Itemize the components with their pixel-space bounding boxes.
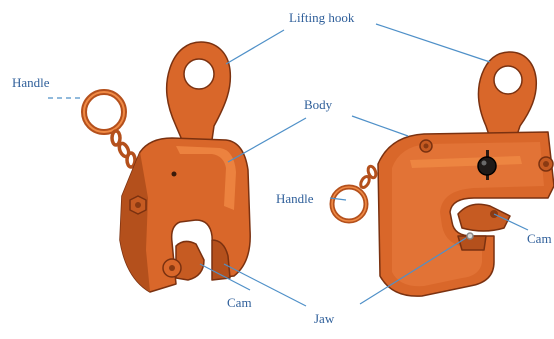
label-handle-right: Handle [276,192,314,205]
leader-body-left [228,118,306,162]
label-body: Body [304,98,332,111]
label-handle-left: Handle [12,76,50,89]
left-handle-ring [84,92,124,132]
left-bolt [130,196,146,214]
label-cam-left: Cam [227,296,252,309]
label-lifting-hook: Lifting hook [289,11,354,24]
right-edge-bolt [539,157,553,171]
label-jaw: Jaw [314,312,334,325]
right-body-bolt [420,140,432,152]
label-cam-right: Cam [527,232,552,245]
right-handle-chain [359,165,377,189]
left-lifting-hook [167,42,231,140]
leader-lifting-hook-left [226,30,284,64]
right-handle-ring [332,187,366,221]
right-hook-eye [494,66,522,94]
right-lifting-hook [479,52,537,138]
leader-lifting-hook-right [376,24,490,62]
leader-body-right [352,116,408,136]
left-handle-chain [112,131,135,167]
left-hook-eye [184,59,214,89]
